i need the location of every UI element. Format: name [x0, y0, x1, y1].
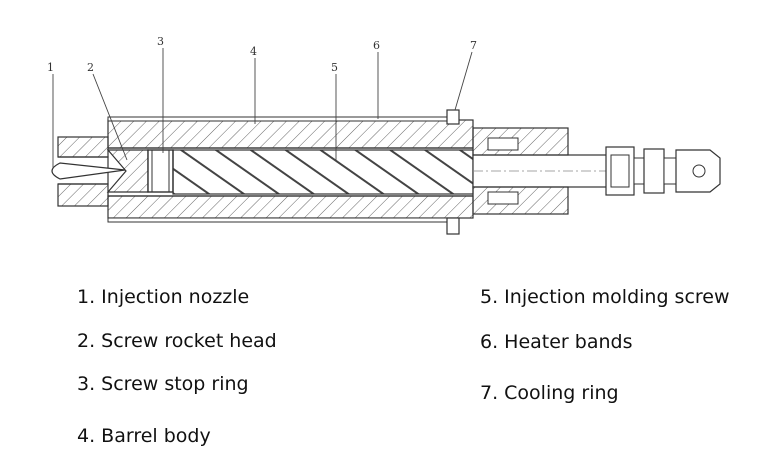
injection-nozzle: [51, 136, 126, 207]
callout-7: 7: [470, 39, 477, 52]
legend-item-7: 7. Cooling ring: [480, 382, 619, 404]
callout-2: 2: [87, 61, 94, 74]
callout-3: 3: [157, 35, 164, 48]
legend-item-6: 6. Heater bands: [480, 331, 633, 353]
cooling-ring: [446, 109, 569, 235]
legend-item-5: 5. Injection molding screw: [480, 286, 730, 308]
callout-6: 6: [373, 39, 380, 52]
callout-5: 5: [331, 61, 338, 74]
leader-lines: [52, 48, 473, 168]
screw-rocket-head: [106, 149, 149, 193]
legend-item-3: 3. Screw stop ring: [77, 373, 249, 395]
callout-4: 4: [250, 45, 257, 58]
legend-item-2: 2. Screw rocket head: [77, 330, 277, 352]
callout-1: 1: [47, 61, 54, 74]
legend-item-1: 1. Injection nozzle: [77, 286, 250, 308]
screw-barrel-diagram: 1 2 3 4 5 6 7: [47, 35, 721, 235]
drive-end-coupling: [605, 146, 721, 196]
legend-item-4: 4. Barrel body: [77, 425, 211, 447]
